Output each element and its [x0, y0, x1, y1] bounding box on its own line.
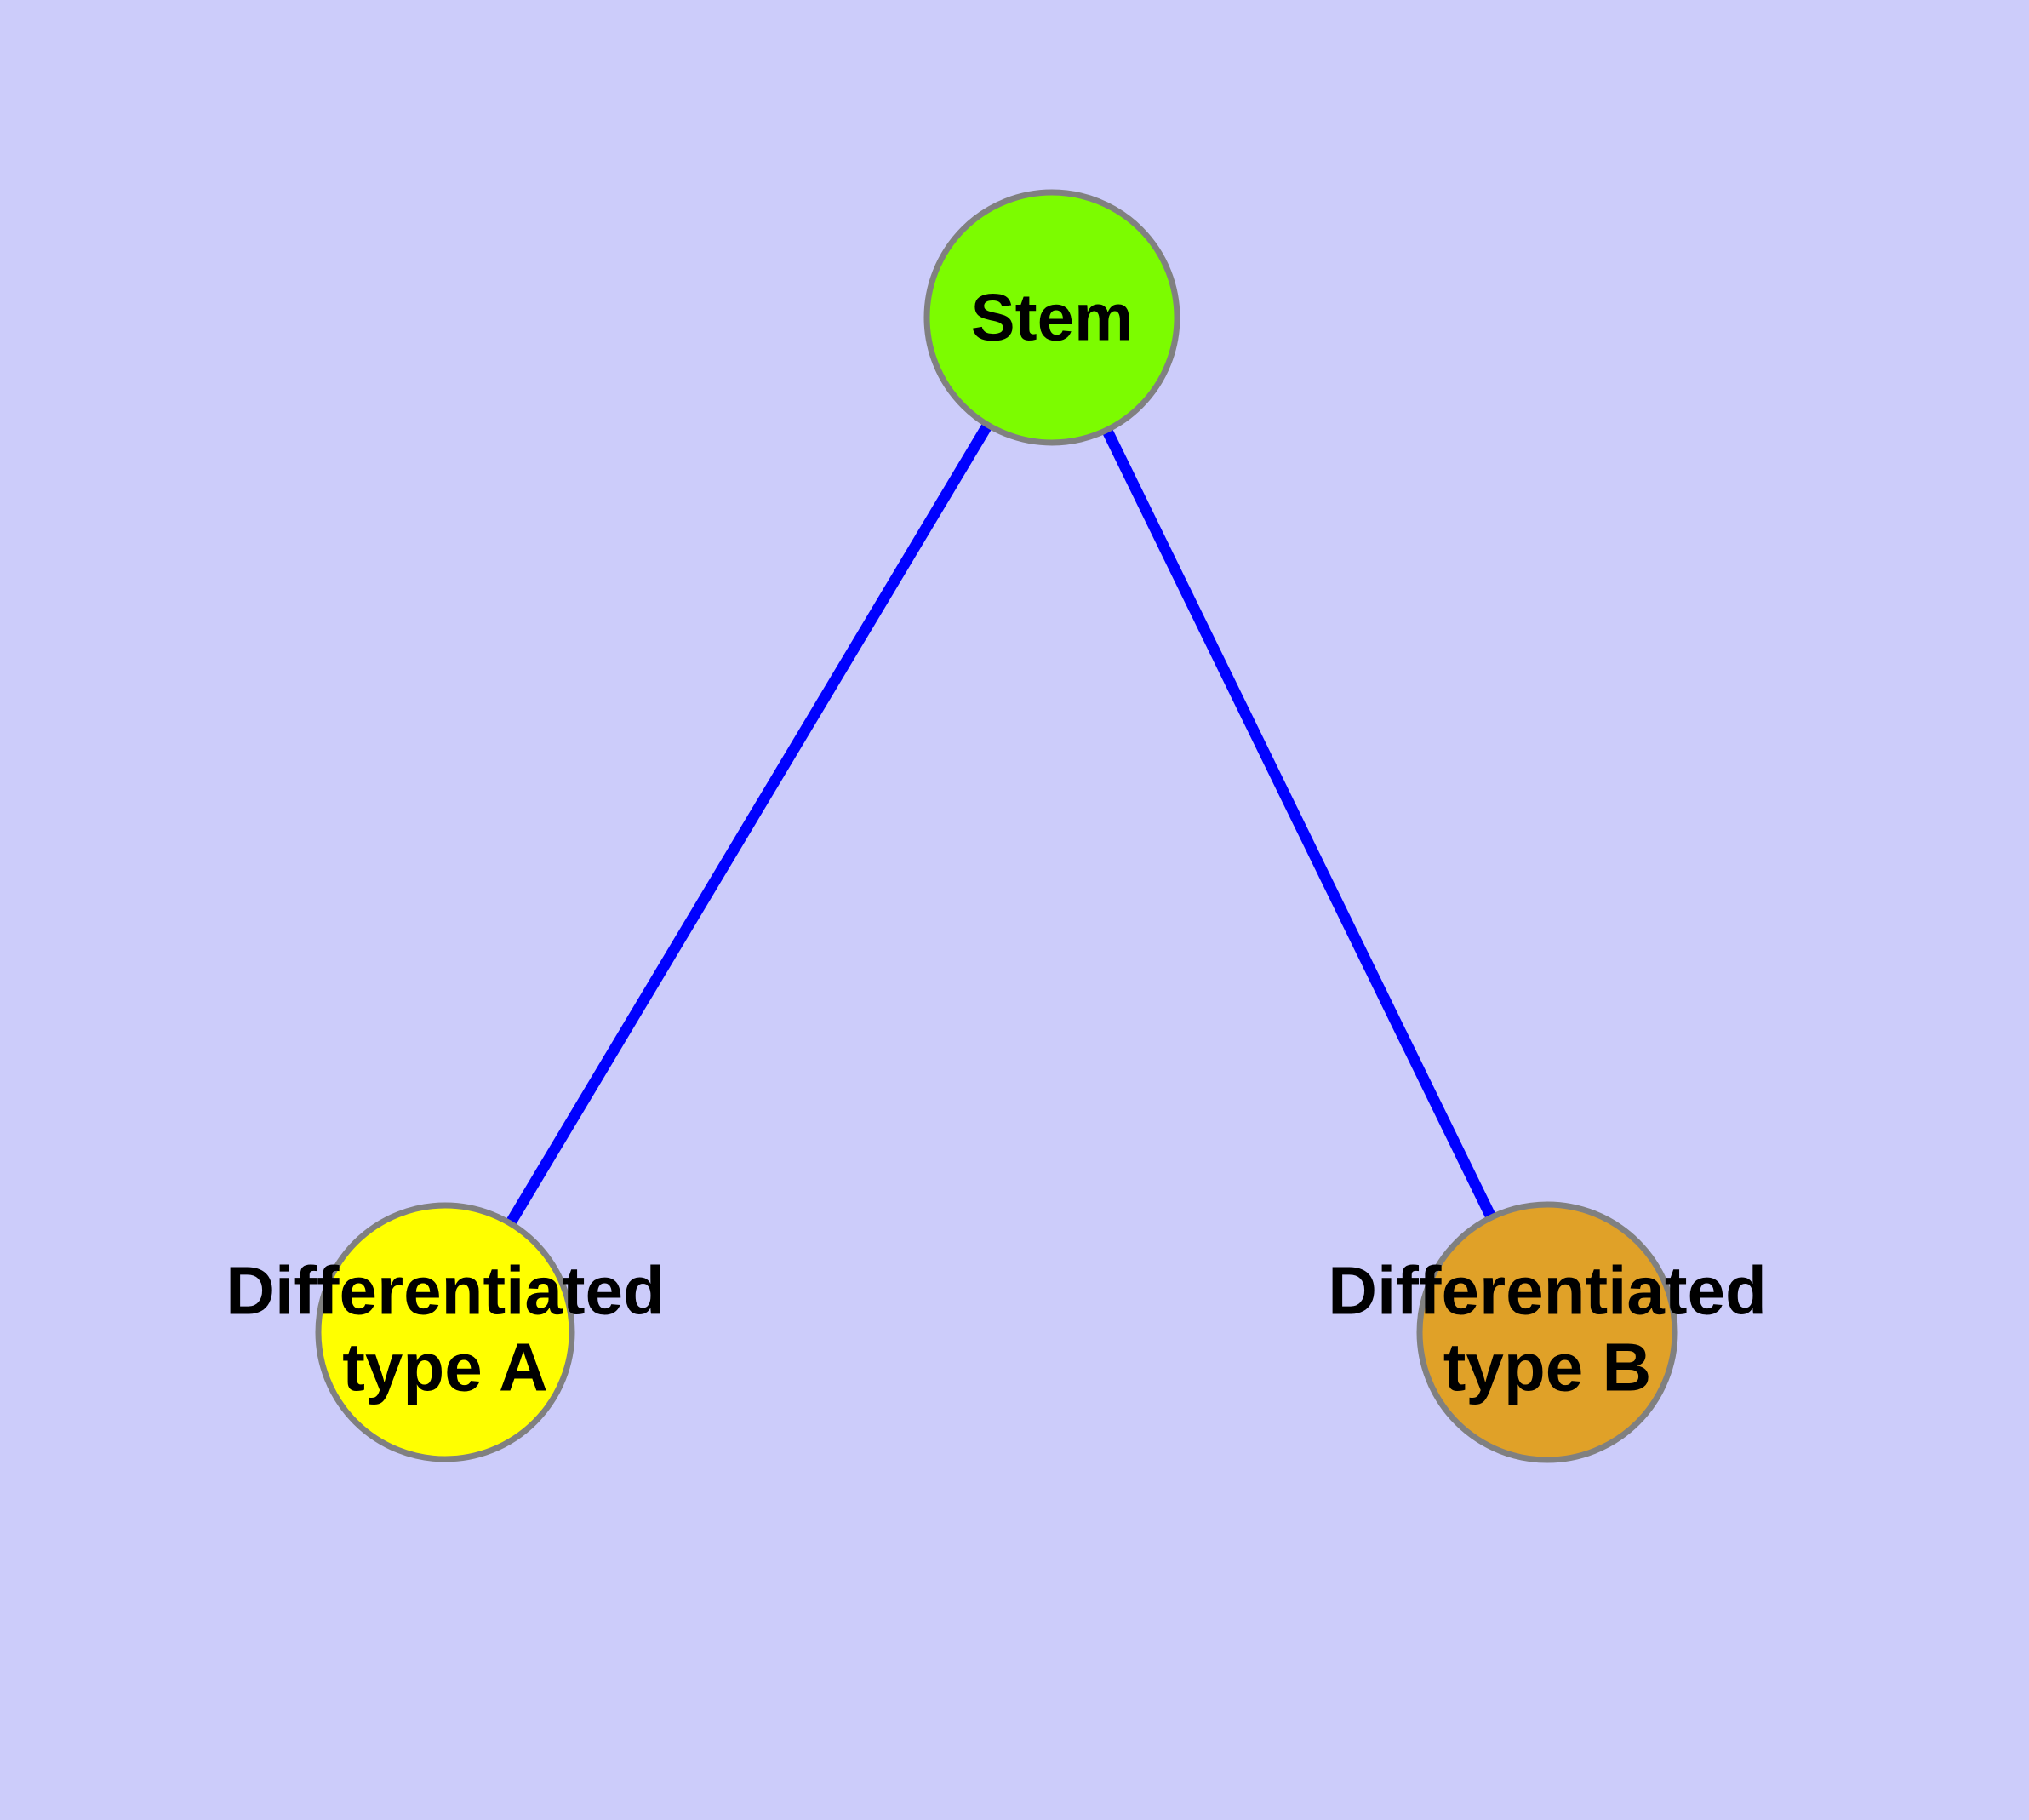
node-diff-a-circle[interactable]: [315, 1202, 575, 1462]
edge-stem-to-diff-b[interactable]: [1047, 315, 1552, 1335]
node-diff-b-circle[interactable]: [1416, 1201, 1678, 1463]
edge-layer: [440, 314, 1552, 1336]
node-stem-circle[interactable]: [923, 189, 1180, 446]
edge-stem-to-diff-a[interactable]: [440, 314, 1057, 1336]
node-layer: [315, 189, 1678, 1463]
